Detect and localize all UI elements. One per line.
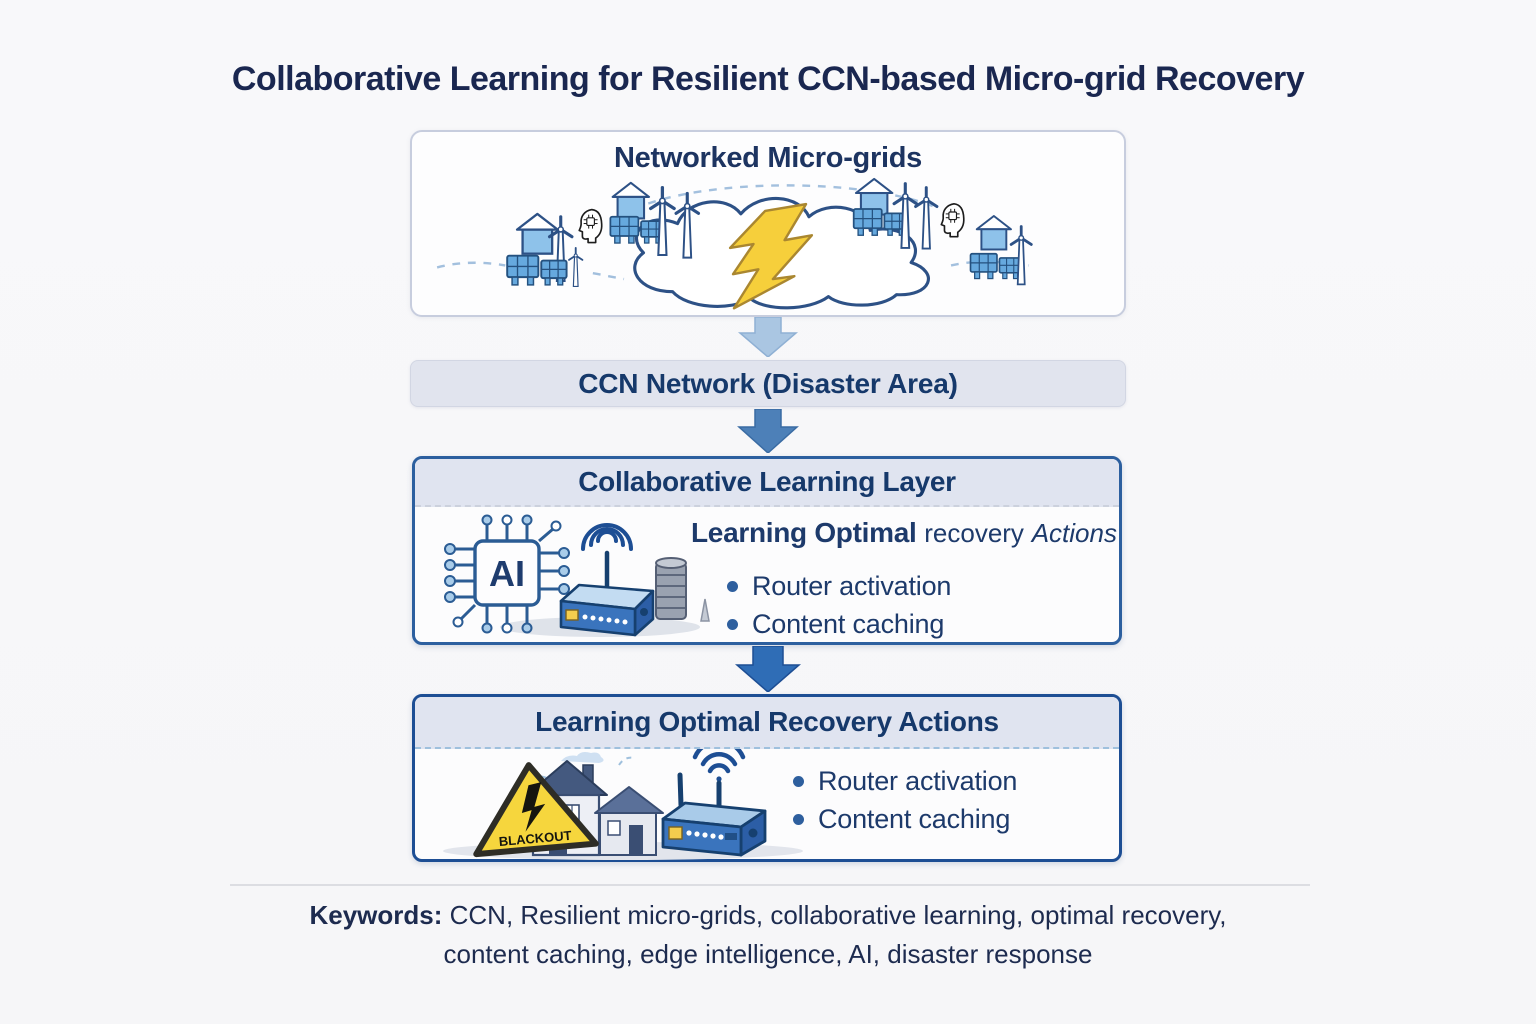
microgrids-illustration xyxy=(436,177,1033,310)
microgrid-cluster-left xyxy=(506,212,584,288)
lightning-bolt-icon xyxy=(728,202,814,310)
small-mast-icon xyxy=(700,598,710,622)
list-item: Content caching xyxy=(793,800,1017,838)
list-item: Content caching xyxy=(727,605,951,643)
ai-router-illustration: AI xyxy=(444,514,710,637)
down-arrow-icon xyxy=(734,646,802,692)
wifi-signal-icon xyxy=(581,523,633,551)
wind-turbine-icon xyxy=(568,246,584,288)
page-title: Collaborative Learning for Resilient CCN… xyxy=(231,60,1305,98)
keywords-text-line2: content caching, edge intelligence, AI, … xyxy=(443,939,1093,969)
recovery-bullet-list: Router activation Content caching xyxy=(793,762,1017,838)
collaborative-learning-title: Collaborative Learning Layer xyxy=(578,466,956,497)
keywords-block: Keywords: CCN, Resilient micro-grids, co… xyxy=(150,896,1386,974)
wifi-signal-icon xyxy=(692,749,746,782)
networked-microgrids-box: Networked Micro-grids xyxy=(410,130,1126,317)
collaborative-learning-header: Collaborative Learning Layer xyxy=(415,459,1119,507)
recovery-bullet-router-activation: Router activation xyxy=(818,765,1018,796)
collab-heading-regular: recovery xyxy=(924,518,1024,548)
small-cloud-icon xyxy=(561,752,604,763)
blackout-warning-icon: BLACKOUT xyxy=(473,762,599,858)
wind-turbine-icon xyxy=(914,186,939,251)
collab-bullet-list: Router activation Content caching xyxy=(727,567,951,643)
ai-chip-icon: AI xyxy=(444,514,570,634)
networked-microgrids-title: Networked Micro-grids xyxy=(614,142,922,174)
head-chip-icon xyxy=(578,208,603,244)
blackout-illustration: BLACKOUT xyxy=(443,749,803,860)
bullet-dot-icon xyxy=(793,813,804,825)
collab-bullet-router-activation: Router activation xyxy=(752,570,952,601)
microgrid-cluster-right xyxy=(969,215,1033,286)
collab-bullet-content-caching: Content caching xyxy=(752,608,945,639)
house-icon xyxy=(611,181,651,220)
collab-heading-main: Learning Optimal xyxy=(691,517,917,548)
down-arrow-icon xyxy=(737,317,799,357)
collaborative-learning-box: Collaborative Learning Layer xyxy=(412,456,1122,645)
list-item: Router activation xyxy=(727,567,951,605)
recovery-actions-header: Learning Optimal Recovery Actions xyxy=(415,697,1119,749)
list-item: Router activation xyxy=(793,762,1017,800)
solar-panel-icon xyxy=(506,254,568,286)
router-icon xyxy=(559,550,655,637)
keywords-label: Keywords: xyxy=(309,900,443,930)
collab-heading-italic: Actions xyxy=(1031,518,1117,548)
bullet-dot-icon xyxy=(727,618,738,630)
ccn-network-bar: CCN Network (Disaster Area) xyxy=(410,360,1126,407)
head-chip-icon xyxy=(940,202,965,238)
cache-stack-icon xyxy=(655,557,687,620)
blackout-label: BLACKOUT xyxy=(498,828,572,849)
bullet-dot-icon xyxy=(727,580,738,592)
dashed-link-lines xyxy=(436,184,1030,281)
down-arrow-icon xyxy=(737,409,799,453)
bullet-dot-icon xyxy=(793,775,804,787)
ccn-network-label: CCN Network (Disaster Area) xyxy=(578,367,958,399)
recovery-bullet-content-caching: Content caching xyxy=(818,803,1011,834)
recovery-actions-box: Learning Optimal Recovery Actions xyxy=(412,694,1122,862)
solar-panel-icon xyxy=(969,252,1022,280)
ai-chip-label: AI xyxy=(489,553,525,594)
router-icon xyxy=(661,772,767,857)
keywords-line2: content caching, edge intelligence, AI, … xyxy=(150,935,1386,974)
collab-heading: Learning Optimal recovery Actions xyxy=(691,517,1121,549)
house-icon xyxy=(975,215,1012,251)
keywords-line1: Keywords: CCN, Resilient micro-grids, co… xyxy=(150,896,1386,935)
recovery-actions-title: Learning Optimal Recovery Actions xyxy=(535,706,999,737)
keywords-text-line1: CCN, Resilient micro-grids, collaborativ… xyxy=(449,900,1227,930)
keywords-divider xyxy=(230,884,1310,886)
